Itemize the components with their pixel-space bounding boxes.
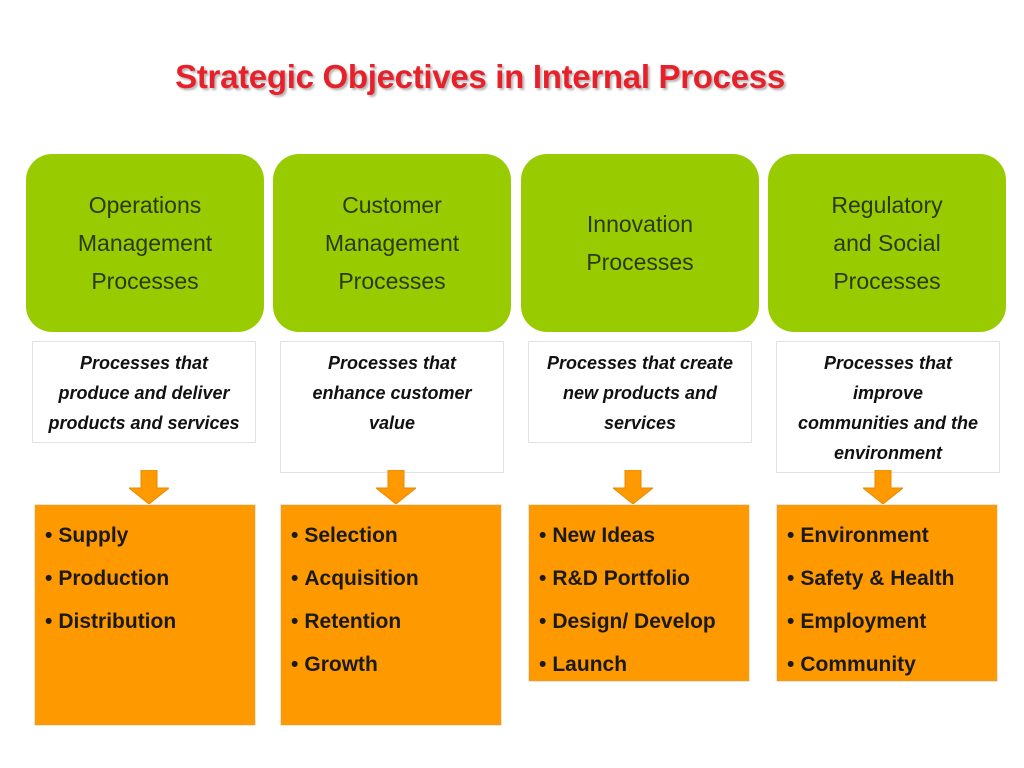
list-item: •Acquisition [291, 567, 419, 590]
description-box: Processes that enhance customer value [280, 341, 504, 473]
list-item: •Environment [787, 524, 929, 547]
header-box-innovation: Innovation Processes [521, 154, 759, 332]
header-box-regulatory: Regulatory and Social Processes [768, 154, 1006, 332]
header-text: Innovation Processes [586, 211, 694, 275]
down-arrow-icon [129, 470, 169, 504]
down-arrow-icon [863, 470, 903, 504]
description-box: Processes that create new products and s… [528, 341, 752, 443]
list-item: •Production [45, 567, 170, 590]
list-item: •Launch [539, 653, 628, 676]
list-box-regulatory: •Environment •Safety & Health •Employmen… [776, 504, 998, 682]
description-box: Processes that improve communities and t… [776, 341, 1000, 473]
list-item: •Selection [291, 524, 398, 547]
list-item: •Design/ Develop [539, 610, 716, 633]
list-item: •Supply [45, 524, 129, 547]
list-item: •Employment [787, 610, 927, 633]
down-arrow-icon [376, 470, 416, 504]
header-box-operations: Operations Management Processes [26, 154, 264, 332]
list-box-innovation: •New Ideas •R&D Portfolio •Design/ Devel… [528, 504, 750, 682]
down-arrow-icon [613, 470, 653, 504]
list-item: •R&D Portfolio [539, 567, 691, 590]
header-box-customer: Customer Management Processes [273, 154, 511, 332]
list-item: •Community [787, 653, 916, 676]
header-text: Regulatory and Social Processes [831, 192, 943, 294]
list-item: •Safety & Health [787, 567, 955, 590]
list-item: •Distribution [45, 610, 177, 633]
page-title: Strategic Objectives in Internal Process [175, 58, 785, 95]
header-text: Customer Management Processes [324, 192, 460, 294]
description-box: Processes that produce and deliver produ… [32, 341, 256, 443]
list-box-operations: •Supply •Production •Distribution [34, 504, 256, 726]
header-text: Operations Management Processes [77, 192, 213, 294]
list-item: •New Ideas [539, 524, 656, 547]
list-item: •Retention [291, 610, 402, 633]
list-box-customer: •Selection •Acquisition •Retention •Grow… [280, 504, 502, 726]
list-item: •Growth [291, 653, 378, 676]
